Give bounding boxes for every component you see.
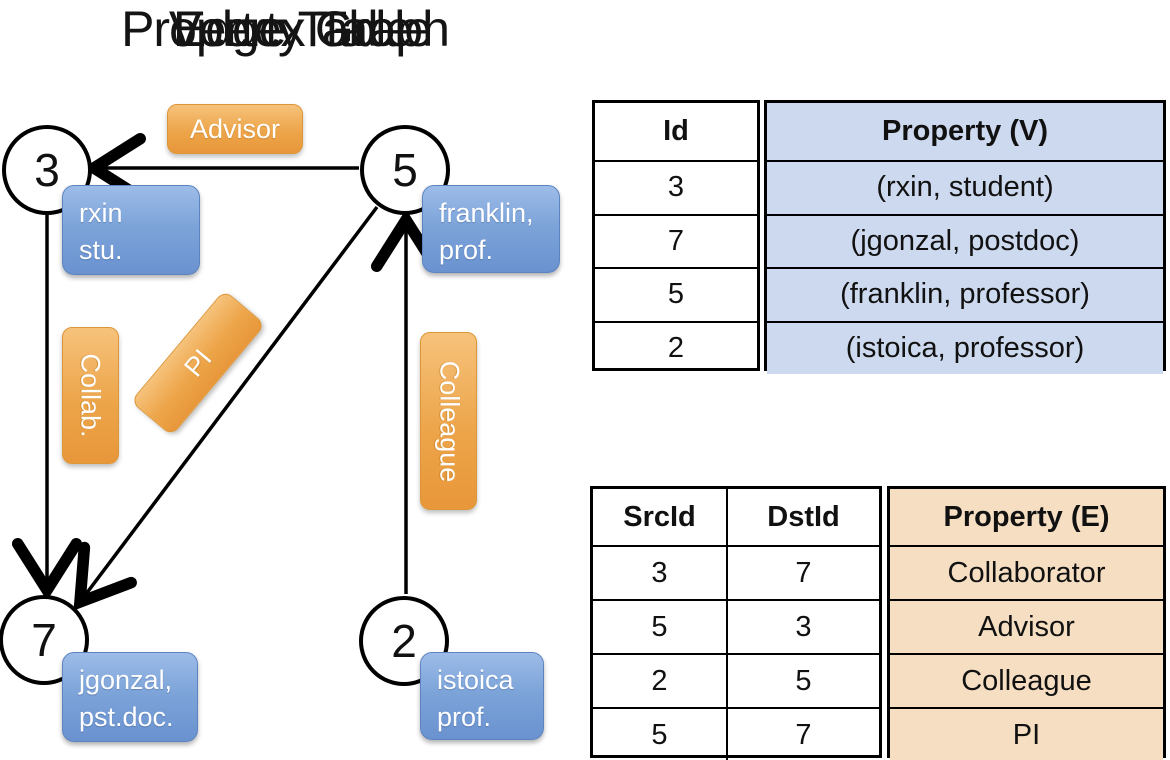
- edge-row-src: 5: [593, 707, 726, 760]
- edge-table-src-dst-columns: SrcId DstId 3 7 5 3 2 5 5 7: [590, 486, 882, 760]
- vertex-row-property: (franklin, professor): [767, 267, 1163, 321]
- edge-row-dst: 3: [726, 599, 879, 653]
- property-graph-title: Property Graph: [121, 1, 450, 57]
- node-5-property-line1: franklin,: [439, 198, 534, 228]
- edge-src-header: SrcId: [623, 500, 696, 533]
- edge-row-src: 5: [593, 599, 726, 653]
- edge-table-property-column: Property (E) Collaborator Advisor Collea…: [887, 486, 1166, 760]
- edge-label-advisor: Advisor: [167, 104, 303, 154]
- vertex-property-header: Property (V): [767, 103, 1163, 160]
- vertex-row-id: 5: [595, 267, 757, 321]
- node-3-property-line2: stu.: [79, 235, 123, 265]
- node-2-property-line2: prof.: [437, 702, 492, 732]
- node-3-id: 3: [34, 144, 60, 196]
- node-7-property-box: jgonzal, pst.doc.: [62, 652, 198, 742]
- edge-row-src: 3: [593, 545, 726, 599]
- vertex-row-id: 2: [595, 320, 757, 375]
- node-5-id: 5: [392, 144, 418, 196]
- node-7-id: 7: [31, 614, 57, 666]
- edge-row-property: Colleague: [890, 653, 1163, 707]
- vertex-row-property: (istoica, professor): [767, 320, 1163, 374]
- vertex-row-property: (rxin, student): [767, 160, 1163, 214]
- node-3-property-box: rxin stu.: [62, 185, 200, 275]
- edge-row-dst: 7: [726, 707, 879, 760]
- node-5-property-line2: prof.: [439, 235, 494, 265]
- node-5-property-box: franklin, prof.: [422, 185, 560, 273]
- edge-row-property: PI: [890, 707, 1163, 760]
- edge-row-dst: 7: [726, 545, 879, 599]
- node-2-property-line1: istoica: [437, 665, 514, 695]
- edge-property-header: Property (E): [890, 489, 1163, 545]
- edge-label-advisor-text: Advisor: [189, 113, 281, 144]
- vertex-table-title: Vertex Table: [168, 1, 432, 57]
- vertex-table-id-column: Id 3 7 5 2: [592, 100, 760, 371]
- edge-label-colleague: Colleague: [420, 332, 477, 510]
- node-2-id: 2: [391, 615, 417, 667]
- vertex-id-header: Id: [663, 115, 689, 147]
- edge-table-title: Edge Table: [172, 1, 413, 57]
- edge-label-collab-text: Collab.: [76, 353, 107, 438]
- edge-row-dst: 5: [726, 653, 879, 707]
- edge-label-colleague-text: Colleague: [434, 360, 464, 482]
- vertex-table-property-column: Property (V) (rxin, student) (jgonzal, p…: [764, 100, 1166, 374]
- node-7-property-line1: jgonzal,: [79, 665, 173, 695]
- node-3-property-line1: rxin: [79, 198, 123, 228]
- edge-row-property: Collaborator: [890, 545, 1163, 599]
- edge-row-property: Advisor: [890, 599, 1163, 653]
- edge-5-to-7-pi-arrow: [73, 205, 379, 611]
- node-7-property-line2: pst.doc.: [79, 702, 174, 732]
- vertex-row-id: 3: [595, 160, 757, 214]
- edge-row-src: 2: [593, 653, 726, 707]
- node-2-property-box: istoica prof.: [420, 652, 544, 740]
- edge-label-collab: Collab.: [62, 327, 119, 464]
- vertex-row-id: 7: [595, 213, 757, 268]
- edge-label-pi-text: PI: [177, 343, 218, 383]
- edge-dst-header: DstId: [726, 489, 879, 545]
- graph-node-3: 3: [2, 125, 92, 215]
- vertex-row-property: (jgonzal, postdoc): [767, 213, 1163, 267]
